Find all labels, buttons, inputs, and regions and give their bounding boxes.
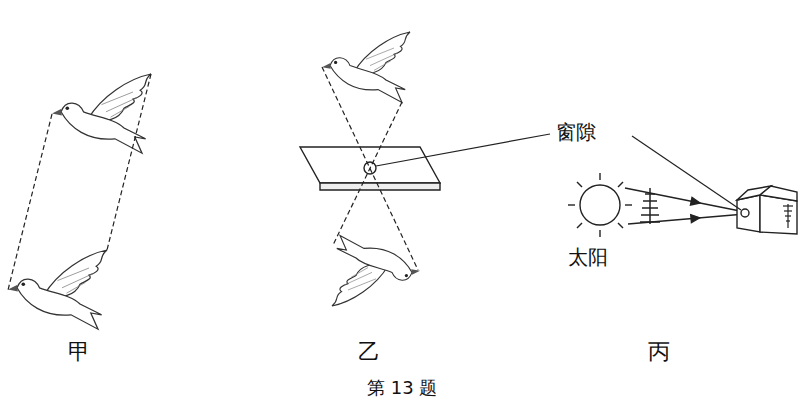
panel-label: 乙 bbox=[358, 340, 380, 364]
light-rays bbox=[625, 188, 745, 224]
dashed-lines bbox=[8, 74, 151, 290]
bird-image bbox=[332, 236, 420, 306]
dark-box bbox=[737, 186, 797, 234]
sun-symbol bbox=[568, 173, 632, 237]
panel-label: 丙 bbox=[648, 340, 670, 364]
callout-label: 窗隙 bbox=[556, 121, 596, 143]
bird-object bbox=[322, 32, 410, 102]
sun-label: 太阳 bbox=[568, 246, 608, 268]
leader-lines bbox=[376, 134, 741, 210]
ray-lines bbox=[322, 67, 418, 270]
figure-caption: 第 13 题 bbox=[367, 378, 437, 398]
bird-bottom bbox=[8, 250, 107, 329]
panel-label: 甲 bbox=[68, 340, 90, 364]
bird-top bbox=[52, 74, 151, 153]
